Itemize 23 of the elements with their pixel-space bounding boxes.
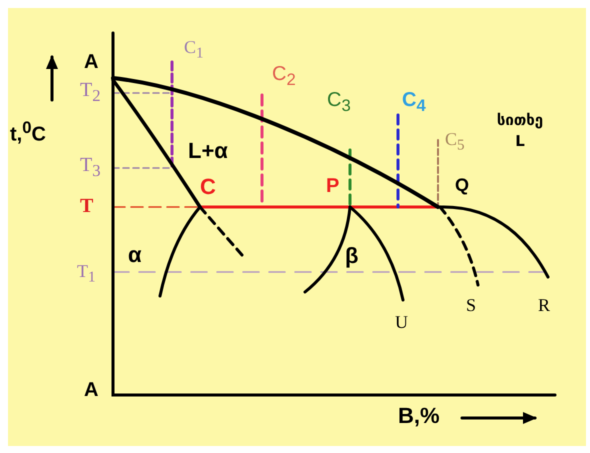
- composition-label: C$_{3}$: [327, 90, 351, 115]
- phase-label: α: [128, 244, 142, 266]
- axis-end-label: A: [84, 52, 98, 72]
- point-label: U: [395, 313, 408, 331]
- point-label: R: [538, 296, 550, 314]
- axis-end-label: A: [84, 380, 98, 400]
- phase-label: L+α: [188, 140, 228, 162]
- temperature-label: T$_{2}$: [80, 80, 101, 105]
- phase-label: β: [345, 245, 358, 267]
- temperature-label: T: [80, 196, 94, 216]
- temperature-label: T$_{1}$: [77, 262, 96, 286]
- axis-title: B,%: [398, 405, 440, 427]
- phase-label: სითხე L: [496, 110, 544, 152]
- composition-label: C$_{5}$: [445, 130, 465, 154]
- point-label: S: [466, 296, 476, 314]
- axis-title: t,$^{0}$C: [10, 120, 46, 145]
- composition-label: C$_{4}$: [402, 90, 426, 115]
- point-label: Q: [455, 176, 470, 194]
- point-label: C: [200, 176, 216, 198]
- temperature-label: T$_{3}$: [80, 155, 101, 180]
- composition-label: C$_{1}$: [184, 38, 204, 62]
- point-label: P: [326, 176, 340, 196]
- composition-label: C$_{2}$: [272, 64, 296, 89]
